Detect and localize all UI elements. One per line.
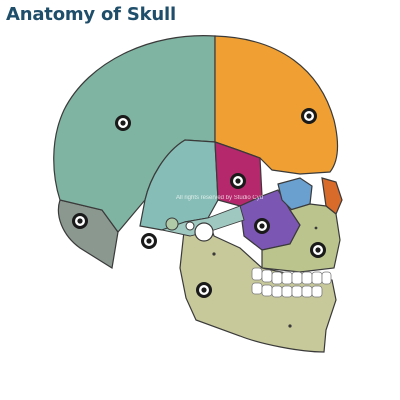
occipital-bone-marker[interactable] bbox=[72, 213, 88, 229]
mastoid-process bbox=[165, 217, 179, 231]
styloid-point bbox=[185, 221, 195, 231]
page-title: Anatomy of Skull bbox=[6, 4, 176, 25]
frontal-bone bbox=[214, 35, 339, 175]
sphenoid-bone-marker[interactable] bbox=[230, 173, 246, 189]
watermark: All rights reserved by Studio Cyd bbox=[176, 195, 263, 201]
maxilla-marker[interactable] bbox=[310, 242, 326, 258]
mandible-foramen bbox=[212, 252, 216, 256]
zygomatic-arch bbox=[160, 205, 245, 237]
zygomatic-bone-marker[interactable] bbox=[254, 218, 270, 234]
mandible-marker[interactable] bbox=[196, 282, 212, 298]
infraorbital-foramen bbox=[314, 226, 318, 230]
ear-opening bbox=[194, 222, 214, 242]
frontal-bone-marker[interactable] bbox=[301, 108, 317, 124]
nasal-bone bbox=[321, 177, 343, 215]
teeth bbox=[251, 267, 332, 298]
parietal-bone-marker[interactable] bbox=[115, 115, 131, 131]
temporal-bone-marker[interactable] bbox=[141, 233, 157, 249]
mental-foramen bbox=[288, 324, 292, 328]
